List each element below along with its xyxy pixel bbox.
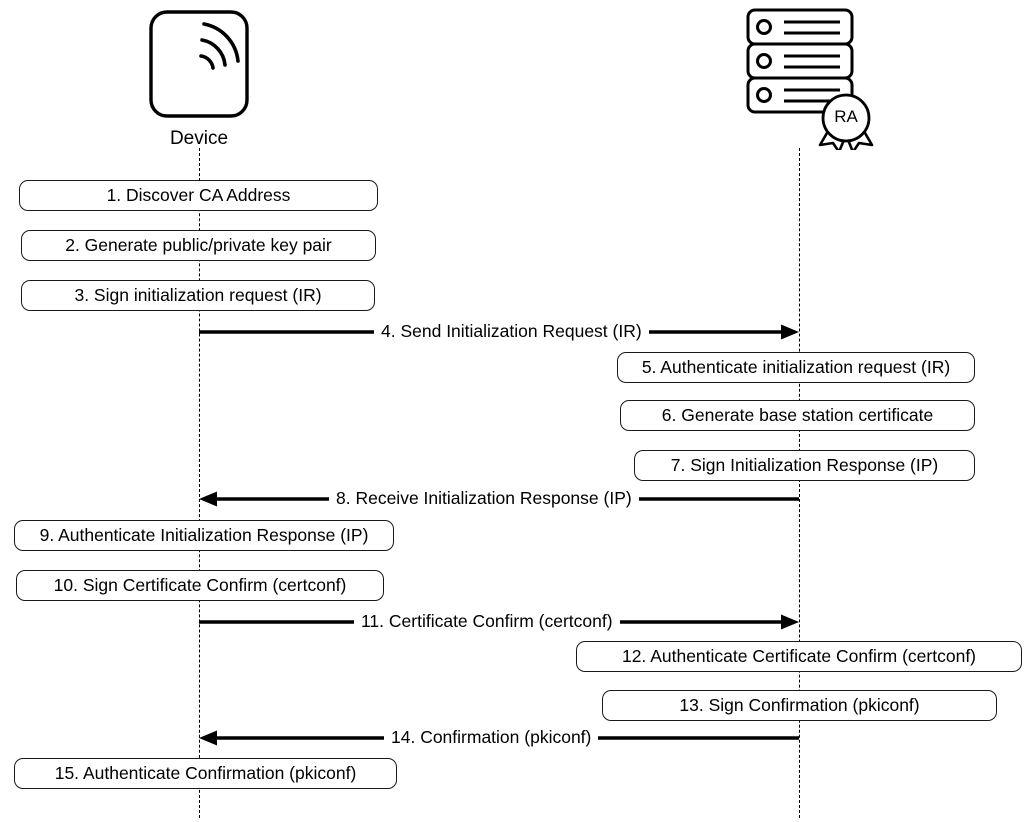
step-box-3: 3. Sign initialization request (IR) (21, 280, 375, 311)
step-box-1-label: 1. Discover CA Address (106, 185, 291, 205)
message-14: 14. Confirmation (pkiconf) (199, 724, 799, 752)
step-box-2: 2. Generate public/private key pair (21, 230, 376, 261)
step-box-1: 1. Discover CA Address (19, 180, 378, 211)
message-11: 11. Certificate Confirm (certconf) (199, 608, 799, 636)
step-box-7-label: 7. Sign Initialization Response (IP) (670, 455, 939, 475)
device-wifi-icon (147, 8, 251, 120)
step-box-6-label: 6. Generate base station certificate (661, 405, 934, 425)
message-11-label: 11. Certificate Confirm (certconf) (354, 610, 620, 632)
message-14-label: 14. Confirmation (pkiconf) (384, 726, 599, 748)
step-box-7: 7. Sign Initialization Response (IP) (634, 450, 975, 481)
step-box-5-label: 5. Authenticate initialization request (… (641, 357, 951, 377)
step-box-9-label: 9. Authenticate Initialization Response … (39, 525, 369, 545)
lifeline-device (199, 148, 200, 818)
message-8: 8. Receive Initialization Response (IP) (199, 485, 799, 513)
step-box-3-label: 3. Sign initialization request (IR) (74, 285, 322, 305)
step-box-9: 9. Authenticate Initialization Response … (14, 520, 394, 551)
step-box-10: 10. Sign Certificate Confirm (certconf) (16, 570, 384, 601)
step-box-6: 6. Generate base station certificate (620, 400, 975, 431)
step-box-13-label: 13. Sign Confirmation (pkiconf) (679, 695, 920, 715)
step-box-5: 5. Authenticate initialization request (… (617, 352, 975, 383)
step-box-13: 13. Sign Confirmation (pkiconf) (602, 690, 997, 721)
actor-label-device: Device (169, 128, 229, 149)
message-4: 4. Send Initialization Request (IR) (199, 318, 799, 346)
step-box-15: 15. Authenticate Confirmation (pkiconf) (14, 758, 397, 789)
actor-label-ra: RA (834, 107, 858, 126)
message-8-label: 8. Receive Initialization Response (IP) (329, 487, 639, 509)
step-box-10-label: 10. Sign Certificate Confirm (certconf) (53, 575, 347, 595)
message-4-label: 4. Send Initialization Request (IR) (374, 320, 649, 342)
step-box-15-label: 15. Authenticate Confirmation (pkiconf) (54, 763, 357, 783)
step-box-2-label: 2. Generate public/private key pair (65, 235, 332, 255)
lifeline-ra (799, 148, 800, 818)
step-box-12: 12. Authenticate Certificate Confirm (ce… (576, 641, 1022, 672)
step-box-12-label: 12. Authenticate Certificate Confirm (ce… (621, 646, 977, 666)
server-stack-icon (742, 4, 882, 154)
